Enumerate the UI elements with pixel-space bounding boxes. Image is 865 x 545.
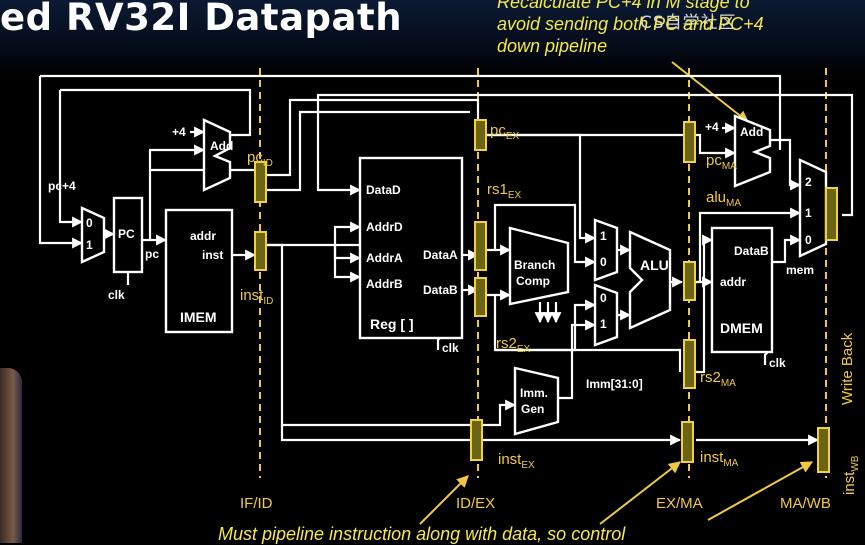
stage-label-ex-ma: EX/MA — [656, 495, 703, 512]
pipe-reg-alu-ma — [684, 262, 695, 300]
label-rs2-ex: rs2EX — [496, 335, 531, 355]
alu-mux-a-in0: 0 — [600, 255, 607, 269]
imem-label: IMEM — [180, 309, 217, 325]
ma-adder-label: Add — [740, 125, 763, 139]
reg-file-label: Reg [ ] — [370, 316, 414, 332]
reg-datad-label: DataD — [366, 183, 401, 197]
label-alu-ma: aluMA — [706, 189, 741, 209]
dmem-label: DMEM — [720, 320, 763, 336]
pipe-reg-rs2-ex — [475, 278, 486, 316]
dmem-datab-label: DataB — [734, 244, 769, 258]
alu — [630, 232, 670, 328]
writeback-mux — [800, 160, 826, 256]
branch-label-1: Branch — [514, 258, 555, 272]
pipe-reg-rs2-ma — [684, 340, 695, 388]
dmem-addr-label: addr — [720, 275, 746, 289]
wb-mem-label: mem — [786, 263, 814, 277]
stage-label-write-back: Write Back — [839, 332, 856, 405]
reg-dataa-label: DataA — [423, 248, 458, 262]
wb-mux-in2: 2 — [805, 175, 812, 189]
stage-label-ma-wb: MA/WB — [780, 495, 831, 512]
pipe-reg-inst-ma — [682, 422, 693, 462]
dmem-clk-label: clk — [769, 356, 786, 370]
wb-mux-in1: 1 — [805, 206, 812, 220]
alu-mux-b-in0: 0 — [600, 291, 607, 305]
label-inst-ma: instMA — [700, 449, 739, 469]
reg-clk-label: clk — [442, 341, 459, 355]
stage-label-id-ex: ID/EX — [456, 495, 495, 512]
pc-mux-in1: 1 — [86, 238, 93, 252]
imm-gen-label-1: Imm. — [520, 386, 548, 400]
pc-mux-in0: 0 — [86, 216, 93, 230]
pc-plus4-label: pc+4 — [48, 179, 76, 193]
label-pc-ma: pcMA — [706, 152, 737, 172]
pipe-reg-pc-ex — [475, 120, 486, 150]
label-inst-ex: instEX — [498, 451, 535, 471]
reg-addra-label: AddrA — [366, 251, 403, 265]
label-pc-ex: pcEX — [490, 122, 520, 142]
pipe-reg-pc-ma — [684, 122, 695, 162]
if-adder — [204, 120, 230, 190]
branch-label-2: Comp — [516, 274, 550, 288]
if-adder-label: Add — [210, 139, 233, 153]
label-inst-id: instID — [240, 287, 273, 307]
wb-mux-in0: 0 — [805, 233, 812, 247]
alu-mux-a-in1: 1 — [600, 229, 607, 243]
if-plus4-label: +4 — [172, 125, 186, 139]
pipe-reg-rs1-ex — [475, 222, 486, 270]
imm-bus-label: Imm[31:0] — [586, 377, 643, 391]
label-rs2-ma: rs2MA — [700, 369, 736, 389]
alu-mux-b-in1: 1 — [600, 317, 607, 331]
stage-label-if-id: IF/ID — [240, 495, 273, 512]
pc-clk-label: clk — [108, 288, 125, 302]
imem-addr-label: addr — [190, 229, 216, 243]
reg-addrb-label: AddrB — [366, 277, 403, 291]
pc-out-label: pc — [145, 247, 159, 261]
ma-plus4-label: +4 — [705, 120, 719, 134]
label-inst-wb: instWB — [841, 455, 861, 495]
reg-datab-label: DataB — [423, 283, 458, 297]
imm-gen — [515, 368, 558, 434]
reg-addrd-label: AddrD — [366, 220, 403, 234]
imm-gen-label-2: Gen — [521, 402, 544, 416]
pc-register-label: PC — [118, 227, 135, 241]
pipe-reg-wb-data — [826, 188, 837, 240]
imem-inst-label: inst — [202, 248, 223, 262]
pipe-reg-inst-wb — [818, 428, 829, 472]
pipe-reg-inst-ex — [471, 420, 482, 460]
note-top-arrow — [672, 62, 748, 122]
note-bottom-arrow-ma — [600, 462, 680, 524]
alu-label: ALU — [640, 257, 669, 273]
pipe-reg-inst-id — [255, 232, 266, 270]
label-rs1-ex: rs1EX — [487, 181, 522, 201]
